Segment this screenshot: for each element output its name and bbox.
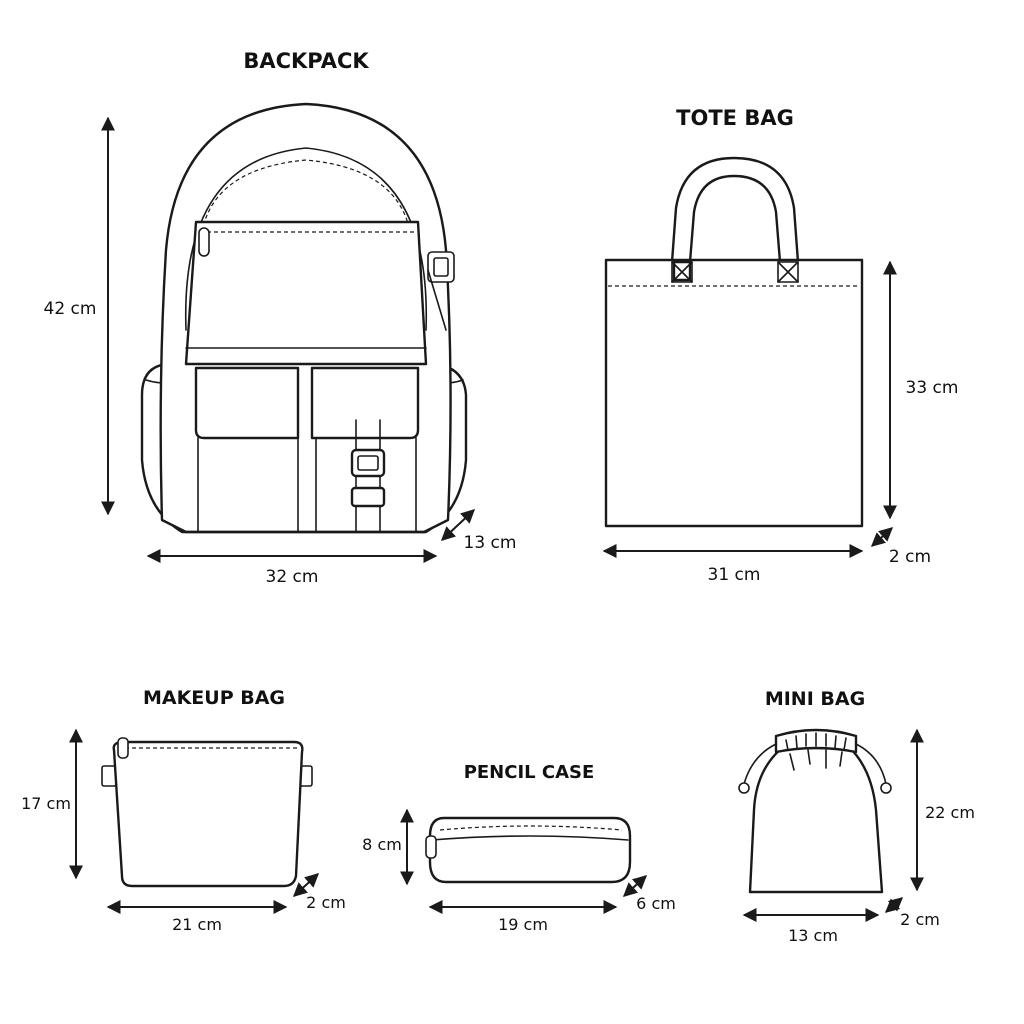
backpack-width-label: 32 cm xyxy=(266,567,319,587)
mini-group: MINI BAG 22 cm 13 cm 2 cm xyxy=(738,688,975,945)
tote-title: TOTE BAG xyxy=(676,106,794,130)
mini-title: MINI BAG xyxy=(765,688,865,710)
pencil-group: PENCIL CASE 8 cm 19 cm 6 cm xyxy=(362,762,676,934)
tote-illustration xyxy=(604,156,864,528)
backpack-height-label: 42 cm xyxy=(44,299,97,319)
pencil-width-label: 19 cm xyxy=(498,915,548,934)
makeup-width-label: 21 cm xyxy=(172,915,222,934)
pencil-height-label: 8 cm xyxy=(362,835,402,854)
tote-height-label: 33 cm xyxy=(906,378,959,398)
mini-illustration xyxy=(738,728,892,894)
tote-width-label: 31 cm xyxy=(708,565,761,585)
mini-height-label: 22 cm xyxy=(925,803,975,822)
backpack-group: BACKPACK xyxy=(44,49,517,587)
pencil-depth-label: 6 cm xyxy=(636,894,676,913)
tote-depth-arrow xyxy=(870,527,894,547)
makeup-illustration xyxy=(101,737,313,888)
backpack-illustration xyxy=(140,102,468,534)
makeup-title: MAKEUP BAG xyxy=(143,687,285,709)
makeup-depth-label: 2 cm xyxy=(306,893,346,912)
backpack-depth-arrow xyxy=(440,509,476,541)
backpack-title: BACKPACK xyxy=(243,49,369,73)
tote-group: TOTE BAG 33 cm 31 cm 2 cm xyxy=(602,106,959,585)
pencil-title: PENCIL CASE xyxy=(464,762,595,783)
pencil-illustration xyxy=(425,816,632,884)
makeup-depth-arrow xyxy=(292,873,320,897)
makeup-group: MAKEUP BAG 17 cm 21 cm 2 cm xyxy=(21,687,346,934)
mini-width-label: 13 cm xyxy=(788,926,838,945)
mini-depth-arrow xyxy=(884,897,904,913)
makeup-height-label: 17 cm xyxy=(21,794,71,813)
backpack-depth-label: 13 cm xyxy=(464,533,517,553)
mini-depth-label: 2 cm xyxy=(900,910,940,929)
pencil-depth-arrow xyxy=(622,875,648,897)
tote-depth-label: 2 cm xyxy=(889,547,931,567)
